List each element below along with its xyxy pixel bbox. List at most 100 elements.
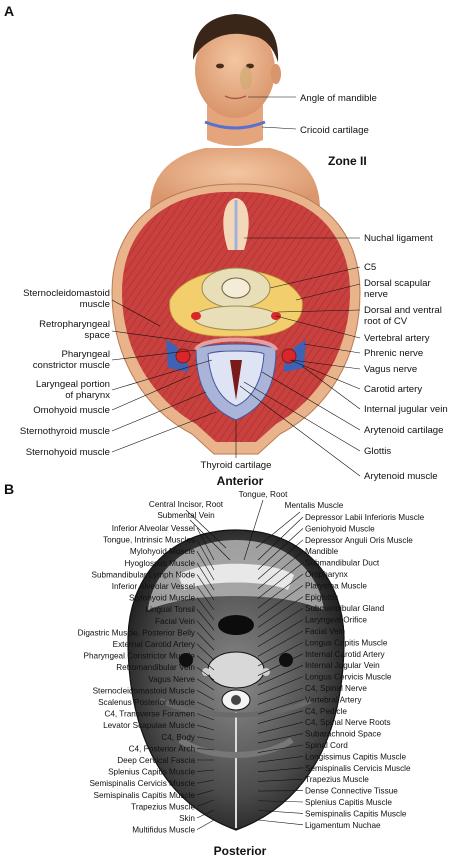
panel-b-right-label: Geniohyoid Muscle: [305, 524, 375, 533]
panel-b-right-label: Submandibular Gland: [305, 604, 385, 613]
label-internal-jugular-vein: Internal jugular vein: [364, 404, 448, 415]
label-mentalis-muscle: Mentalis Muscle: [285, 501, 344, 510]
label-central-incisor-root: Central Incisor, Root: [149, 500, 224, 509]
label-vagus-nerve: Vagus nerve: [364, 364, 417, 375]
panel-b-top-labels: Tongue, Root Central Incisor, Root Menta…: [149, 490, 344, 561]
panel-b-left-leader: [196, 799, 215, 807]
panel-b-right-leader: [257, 810, 304, 814]
label-phrenic-nerve: Phrenic nerve: [364, 348, 423, 359]
panel-b-left-leader: [196, 678, 215, 691]
label-c5: C5: [364, 262, 376, 273]
panel-a-letter: A: [4, 3, 14, 19]
panel-b-left-leader: [196, 655, 215, 671]
panel-b-right-label: Longus Capitis Muscle: [305, 638, 388, 647]
panel-b-right-label: Internal Carotid Artery: [305, 650, 386, 659]
label-arytenoid-cartilage: Arytenoid cartilage: [364, 425, 443, 436]
panel-b-right-leader: [257, 642, 304, 667]
child-ear: [271, 64, 281, 84]
panel-b-left-label: C4, Transverse Foramen: [104, 710, 195, 719]
panel-b-left-label: Trapezius Muscle: [131, 802, 195, 811]
neck-cross-section: [111, 183, 361, 455]
panel-b-left-label: Mylohyoid Muscle: [130, 547, 196, 556]
label-cricoid-cartilage: Cricoid cartilage: [300, 125, 369, 136]
panel-b-left-leader: [196, 620, 215, 641]
panel-b-right-leader: [257, 687, 304, 705]
panel-b-right-leader: [257, 596, 304, 628]
label-scm-line2: muscle: [80, 299, 110, 310]
panel-b-right-leader: [257, 585, 304, 619]
child-mouth: [224, 95, 247, 100]
label-laryngeal-portion-line2: of pharynx: [65, 390, 110, 401]
panel-b-right-label: C4, Pedicle: [305, 707, 347, 716]
panel-b-right-labels: Depressor Labii Inferioris MuscleGeniohy…: [257, 513, 425, 830]
panel-b-right-leader: [257, 710, 304, 724]
anterior-label: Anterior: [217, 474, 264, 488]
panel-b-right-leader: [257, 653, 304, 676]
panel-b-left-label: Inferior Alveolar Vessel: [112, 582, 195, 591]
panel-b-left-label: Digastric Muscle, Posterior Belly: [78, 628, 196, 637]
panel-b-right-label: Semispinalis Cervicis Muscle: [305, 764, 411, 773]
ct-cross-section: [127, 529, 345, 831]
panel-b-left-label: Inferior Alveolar Vessel: [112, 524, 195, 533]
label-scm: Sternocleidomastoid: [23, 288, 110, 299]
panel-b-left-label: External Carotid Artery: [113, 640, 196, 649]
panel-b-left-leader: [196, 789, 215, 796]
panel-b-right-label: Splenius Capitis Muscle: [305, 798, 392, 807]
panel-b-right-leader: [257, 756, 304, 763]
panel-b-left-label: Skin: [179, 814, 195, 823]
panel-b-right-leader: [257, 607, 304, 638]
panel-b-left-label: Levator Scapulae Muscle: [103, 721, 195, 730]
panel-b-left-label: Facial Vein: [155, 617, 195, 626]
label-retropharyngeal: Retropharyngeal: [39, 319, 110, 330]
label-dorsal-scapular-nerve-line2: nerve: [364, 289, 388, 300]
label-dorsal-ventral-root: Dorsal and ventral: [364, 305, 442, 316]
panel-b-left-leader: [196, 713, 215, 721]
panel-b-right-leader: [257, 664, 304, 686]
label-sternohyoid: Sternohyoid muscle: [26, 447, 110, 458]
panel-b-right-label: Semispinalis Capitis Muscle: [305, 809, 407, 818]
label-vertebral-artery: Vertebral artery: [364, 333, 430, 344]
label-tongue-root: Tongue, Root: [239, 490, 288, 499]
label-arytenoid-muscle: Arytenoid muscle: [364, 471, 438, 482]
panel-b-right-leader: [257, 721, 304, 734]
panel-b-left-label: C4, Posterior Arch: [129, 744, 196, 753]
panel-b-right-leader: [257, 550, 304, 590]
panel-b-left-leader: [196, 597, 215, 621]
panel-b-right-label: Dense Connective Tissue: [305, 787, 398, 796]
panel-b-left-leader: [196, 632, 215, 651]
panel-b-left-label: Lingual Tonsil: [146, 605, 196, 614]
panel-b-right-leader: [257, 562, 304, 599]
label-submental-vein: Submental Vein: [157, 511, 215, 520]
panel-b-left-label: C4, Body: [161, 733, 196, 742]
label-carotid-artery: Carotid artery: [364, 384, 422, 395]
panel-b-left-leader: [196, 585, 215, 611]
panel-b-left-label: Sternocleidomastoid Muscle: [93, 686, 196, 695]
panel-b-right-label: Longissimus Capitis Muscle: [305, 752, 406, 761]
panel-a-left-labels: Sternocleidomastoid muscle Retropharynge…: [20, 288, 217, 458]
panel-b-left-leader: [196, 643, 215, 661]
label-dorsal-scapular-nerve: Dorsal scapular: [364, 278, 431, 289]
panel-b-left-leader: [196, 809, 215, 819]
panel-b-right-leader: [257, 699, 304, 715]
panel-b-left-label: Hyoglossus Muscle: [124, 559, 195, 568]
panel-b-right-label: Facial Vein: [305, 627, 345, 636]
panel-b-left-label: Semispinalis Cervicis Muscle: [89, 779, 195, 788]
panel-b-right-label: Ligamentum Nuchae: [305, 821, 381, 830]
child-neck: [207, 105, 263, 146]
panel-b-right-leader: [257, 619, 304, 647]
label-laryngeal-portion: Laryngeal portion: [36, 379, 110, 390]
panel-b-right-label: Longus Cervicis Muscle: [305, 673, 392, 682]
panel-b-right-leader: [257, 528, 304, 570]
child-eye-left: [216, 63, 224, 69]
panel-b-letter: B: [4, 481, 14, 497]
label-angle-of-mandible: Angle of mandible: [300, 93, 377, 104]
label-retropharyngeal-line2: space: [84, 330, 110, 341]
panel-b-right-leader: [257, 744, 304, 753]
panel-b-left-label: Semispinalis Capitis Muscle: [94, 791, 196, 800]
panel-b-right-label: Platysma Muscle: [305, 581, 367, 590]
panel-b-left-leader: [196, 701, 215, 711]
panel-b-right-label: Depressor Anguli Oris Muscle: [305, 536, 413, 545]
panel-b-left-label: Pharyngeal Constrictor Muscle: [84, 652, 196, 661]
label-pharyngeal-constrictor: Pharyngeal: [61, 349, 110, 360]
